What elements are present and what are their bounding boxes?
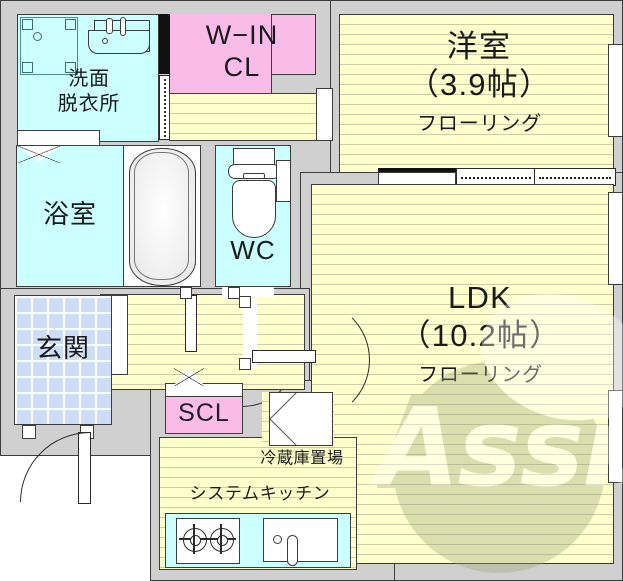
fixture-label-fridge: 冷蔵庫置場 — [260, 450, 344, 467]
room-label-ldk-size: （10.2帖） — [399, 318, 562, 353]
drain-icon — [102, 38, 108, 44]
closet-scl — [165, 396, 243, 434]
room-label-ldk-name: LDK — [447, 280, 513, 315]
genkan-step — [111, 295, 128, 375]
vanity-basin — [88, 30, 150, 54]
entrance-door-leaf[interactable] — [78, 432, 91, 504]
ldk-door-swing-arc — [250, 300, 370, 420]
ldk-door-jamb-top — [239, 296, 251, 308]
room-label-bedroom-name: 洋室 — [446, 29, 512, 64]
room-label-walkin-line1: W−IN — [205, 20, 279, 50]
toilet-bowl — [232, 180, 276, 238]
washing-machine-corner — [22, 19, 33, 30]
toilet-flush-lever — [243, 173, 265, 179]
bedroom-entry-door[interactable] — [316, 88, 333, 141]
sink-drain-icon — [273, 535, 282, 544]
ldk-window-right-lower — [608, 390, 623, 483]
ldk-window-right — [608, 192, 623, 285]
sink-faucet-icon — [287, 535, 298, 566]
toilet-paper-holder — [276, 160, 291, 202]
room-label-genkan: 玄関 — [35, 333, 91, 363]
scl-open-marker-outline — [174, 368, 204, 386]
hallway-upper — [169, 93, 317, 141]
room-label-washroom-line1: 洗面 — [68, 68, 110, 90]
closet-door-jamb — [159, 14, 170, 74]
bedroom-window-right — [608, 44, 623, 137]
fixture-label-kitchen: システムキッチン — [189, 484, 331, 503]
room-label-ldk-material: フローリング — [418, 364, 543, 386]
floor-drain-icon — [33, 32, 42, 41]
washing-machine-corner — [65, 62, 76, 73]
ldk-door-jamb-bottom — [239, 358, 251, 370]
sliding-door-dots — [164, 79, 166, 137]
washing-machine-corner — [22, 62, 33, 73]
room-label-scl: SCL — [178, 399, 230, 427]
room-genkan — [14, 295, 112, 425]
burner-center — [189, 534, 201, 546]
washroom-door[interactable] — [17, 130, 100, 146]
washing-machine-corner — [65, 19, 76, 30]
bathtub-inner-outline — [134, 152, 189, 280]
burner-center — [216, 534, 228, 546]
room-label-bedroom-size: （3.9帖） — [407, 67, 552, 102]
refrigerator-space-icon — [269, 392, 333, 446]
faucet-icon — [106, 18, 113, 34]
burner-right-icon — [206, 524, 236, 554]
room-label-bedroom-material: フローリング — [417, 113, 542, 135]
faucet-handle-icon — [120, 17, 126, 36]
wc-door-opening — [222, 287, 274, 297]
bathroom-door-chevron — [18, 146, 60, 163]
room-label-bathroom: 浴室 — [42, 199, 98, 229]
room-label-wc: WC — [230, 235, 276, 265]
entrance-door-jamb-left — [22, 425, 36, 439]
burner-left-icon — [179, 524, 209, 554]
wc-door-jamb-right — [228, 287, 240, 299]
wc-door-jamb-left — [180, 287, 192, 299]
room-label-washroom-line2: 脱衣所 — [57, 93, 121, 115]
room-bedroom — [339, 14, 614, 173]
room-label-walkin-line2: CL — [223, 52, 261, 82]
